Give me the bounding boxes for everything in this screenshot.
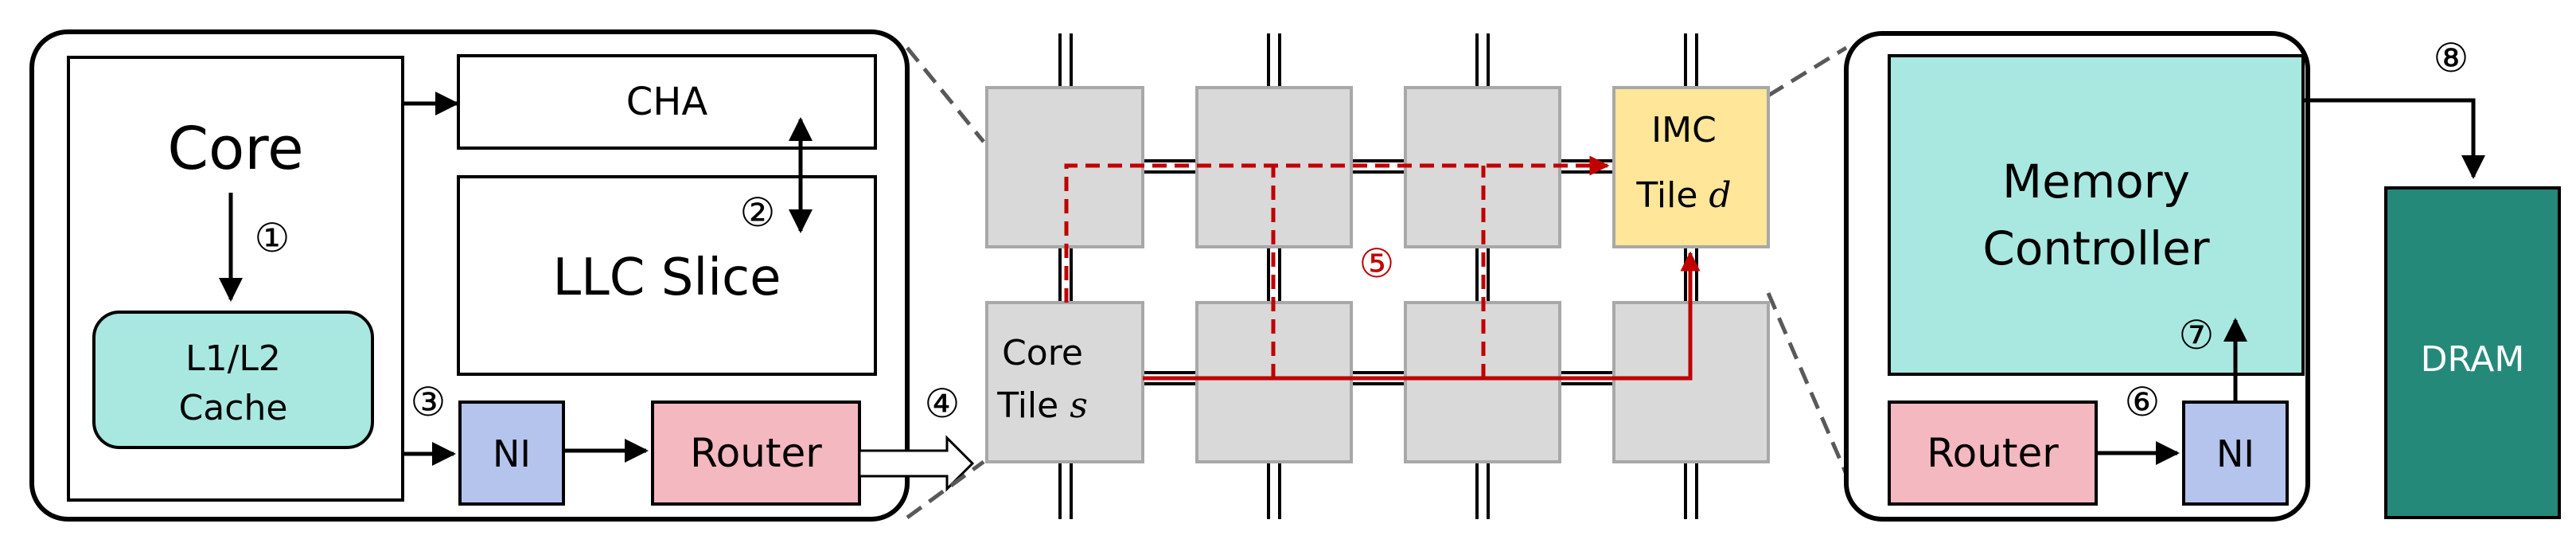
- core-tile-s: [985, 301, 1144, 463]
- step-1: ①: [255, 215, 290, 261]
- core-tile-label-line2: Tile s: [996, 385, 1088, 426]
- imc-ni-box: [2182, 401, 2289, 506]
- imc-tile-detail: Memory Controller Router ⑥ NI ⑦ ⑧ DRAM: [1844, 31, 2561, 522]
- imc-ni-label: NI: [2216, 432, 2254, 475]
- mesh-vertical-links: [1058, 33, 1698, 519]
- imc-router-box: [1888, 401, 2098, 506]
- zoom-line-right-bottom: [1766, 292, 1850, 479]
- cache-label-line1: L1/L2: [185, 338, 281, 379]
- step-6: ⑥: [2125, 379, 2161, 425]
- hollow-arrow-to-mesh: [858, 435, 975, 492]
- step-7: ⑦: [2179, 312, 2215, 358]
- imc-tile-label-line1: IMC: [1651, 110, 1717, 150]
- step-3: ③: [411, 379, 446, 425]
- dram-box: [2384, 186, 2561, 519]
- step-5: ⑤: [1359, 240, 1395, 287]
- imc-router-label: Router: [1927, 430, 2059, 476]
- router-box: [651, 401, 861, 506]
- mc-label-line1: Memory: [2002, 154, 2190, 209]
- zoom-line-right-top: [1767, 45, 1848, 98]
- mesh-horizontal-links: [1143, 159, 1614, 385]
- core-tile-detail: Core ① L1/L2 Cache CHA LLC Slice ② ③ NI …: [29, 29, 975, 522]
- dram-label: DRAM: [2421, 339, 2525, 380]
- memory-controller-box: [1888, 54, 2305, 376]
- zoom-line-left-top: [906, 46, 985, 143]
- cha-label: CHA: [626, 80, 708, 124]
- step-8: ⑧: [2434, 35, 2469, 81]
- l1-l2-cache-box: [92, 311, 374, 449]
- step-4: ④: [925, 381, 961, 427]
- primary-path: [1143, 251, 1701, 381]
- cache-label-line2: Cache: [179, 388, 288, 428]
- arrow-mc-to-dram: [2303, 98, 2485, 179]
- ni-label: NI: [493, 432, 531, 475]
- imc-tile-label-line2: Tile d: [1635, 175, 1731, 216]
- mc-label-line2: Controller: [1982, 221, 2209, 276]
- zoom-line-left-bottom: [906, 459, 985, 520]
- imc-tile-d: [1612, 86, 1770, 248]
- alternative-paths: [1064, 155, 1610, 378]
- router-label: Router: [690, 430, 822, 476]
- mesh-network: Core Tile s IMC Tile d ⑤: [985, 33, 1770, 519]
- step-2: ②: [740, 190, 776, 236]
- llc-slice-label: LLC Slice: [552, 248, 781, 307]
- core-label: Core: [167, 115, 303, 183]
- ni-box: [458, 401, 565, 506]
- core-tile-label-line1: Core: [1002, 333, 1083, 373]
